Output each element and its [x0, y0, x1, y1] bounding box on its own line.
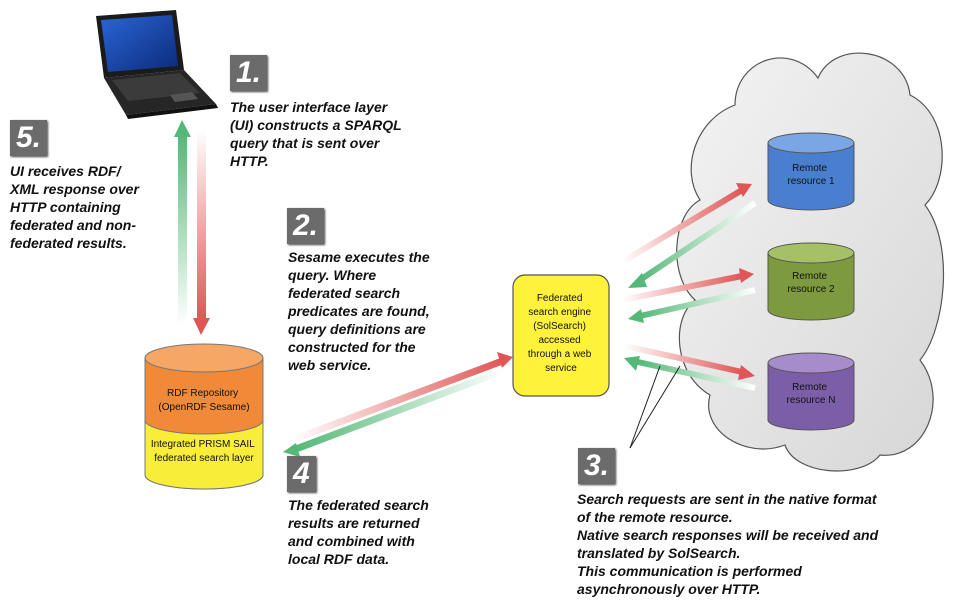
request-arrow-resource-1	[620, 183, 752, 265]
step-5-badge: 5.	[10, 120, 48, 156]
request-arrow-to-engine	[290, 352, 513, 444]
laptop-icon	[96, 10, 218, 119]
remote-resource-n-label: Remote resource N	[787, 382, 836, 406]
step-1-description: The user interface layer (UI) constructs…	[230, 99, 402, 169]
search-layer-label: Integrated PRISM SAIL federated search l…	[151, 439, 257, 464]
search-engine-label: Federated search engine (SolSearch) acce…	[528, 293, 594, 374]
response-arrow-resource-n	[624, 356, 756, 391]
remote-resource-1-label: Remote resource 1	[787, 163, 835, 187]
request-arrow-down	[193, 130, 210, 335]
response-arrow-to-repository	[283, 366, 507, 457]
rdf-repository-cylinder	[144, 343, 264, 490]
step-3-description: Search requests are sent in the native f…	[577, 491, 879, 597]
step-3-badge: 3.	[578, 448, 616, 484]
response-arrow-resource-2	[628, 287, 756, 323]
step-2-description: Sesame executes the query. Where federat…	[288, 249, 430, 373]
response-arrow-up	[174, 120, 191, 325]
federated-search-engine-box	[512, 274, 610, 397]
request-arrow-resource-2	[621, 268, 754, 303]
remote-resource-2-cylinder	[767, 242, 855, 321]
step-3-callout-lines	[629, 365, 681, 449]
remote-resource-1-cylinder	[767, 132, 855, 211]
step-5-description: UI receives RDF/ XML response over HTTP …	[10, 163, 139, 251]
response-arrow-resource-1	[628, 200, 757, 288]
step-2-badge: 2.	[287, 208, 325, 244]
step-4-badge: 4	[287, 456, 316, 492]
remote-resource-n-cylinder	[767, 352, 855, 431]
remote-resource-2-label: Remote resource 2	[787, 271, 835, 295]
repository-label: RDF Repository (OpenRDF Sesame)	[158, 388, 249, 413]
step-1-badge: 1.	[230, 55, 268, 91]
step-4-description: The federated search results are returne…	[288, 497, 429, 567]
request-arrow-resource-n	[624, 343, 755, 380]
